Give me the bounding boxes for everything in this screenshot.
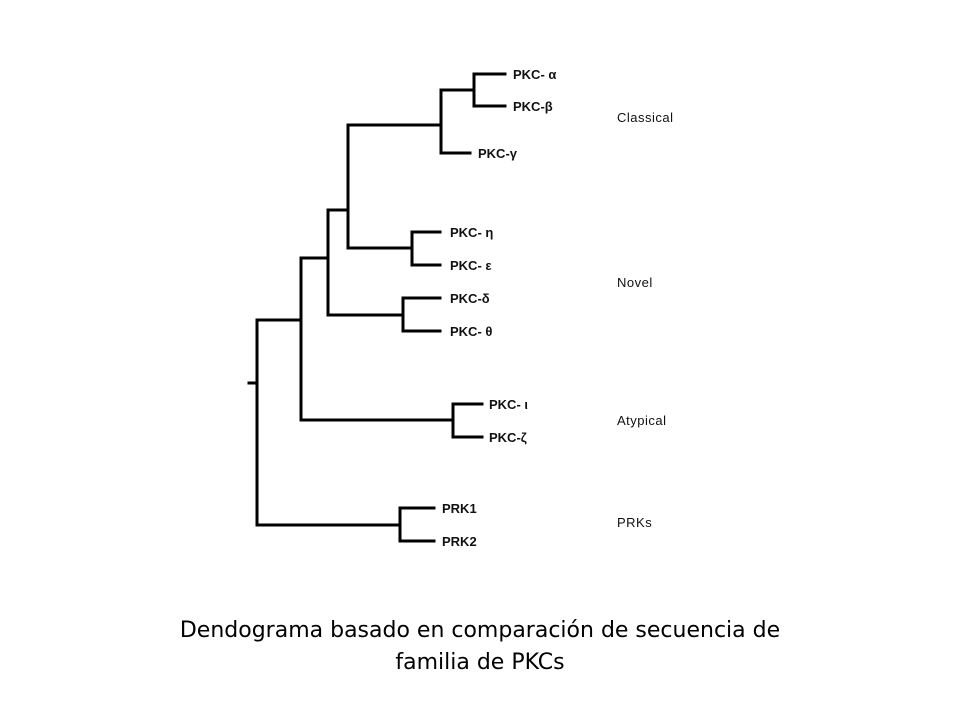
leaf-label-pkc-beta: PKC-β [513, 99, 553, 114]
leaf-label-pkc-delta: PKC-δ [450, 291, 490, 306]
leaf-label-prk2: PRK2 [442, 534, 477, 549]
leaf-label-pkc-alpha: PKC- α [513, 67, 556, 82]
caption-line-2: familia de PKCs [395, 650, 565, 675]
group-label-prks: PRKs [617, 515, 652, 530]
group-label-classical: Classical [617, 110, 674, 125]
leaf-label-pkc-epsilon: PKC- ε [450, 258, 492, 273]
caption-line-1: Dendograma basado en comparación de secu… [179, 618, 781, 643]
leaf-label-pkc-theta: PKC- θ [450, 324, 492, 339]
leaf-label-pkc-iota: PKC- ι [489, 397, 528, 412]
leaf-label-pkc-eta: PKC- η [450, 225, 493, 240]
leaf-label-pkc-gamma: PKC-γ [478, 146, 518, 161]
leaf-label-prk1: PRK1 [442, 501, 477, 516]
leaf-label-pkc-zeta: PKC-ζ [489, 430, 527, 445]
group-label-novel: Novel [617, 275, 653, 290]
caption: Dendograma basado en comparación de secu… [0, 615, 960, 679]
group-label-atypical: Atypical [617, 413, 667, 428]
dendrogram: PKC- α PKC-β PKC-γ PKC- η PKC- ε PKC-δ P… [247, 67, 674, 549]
